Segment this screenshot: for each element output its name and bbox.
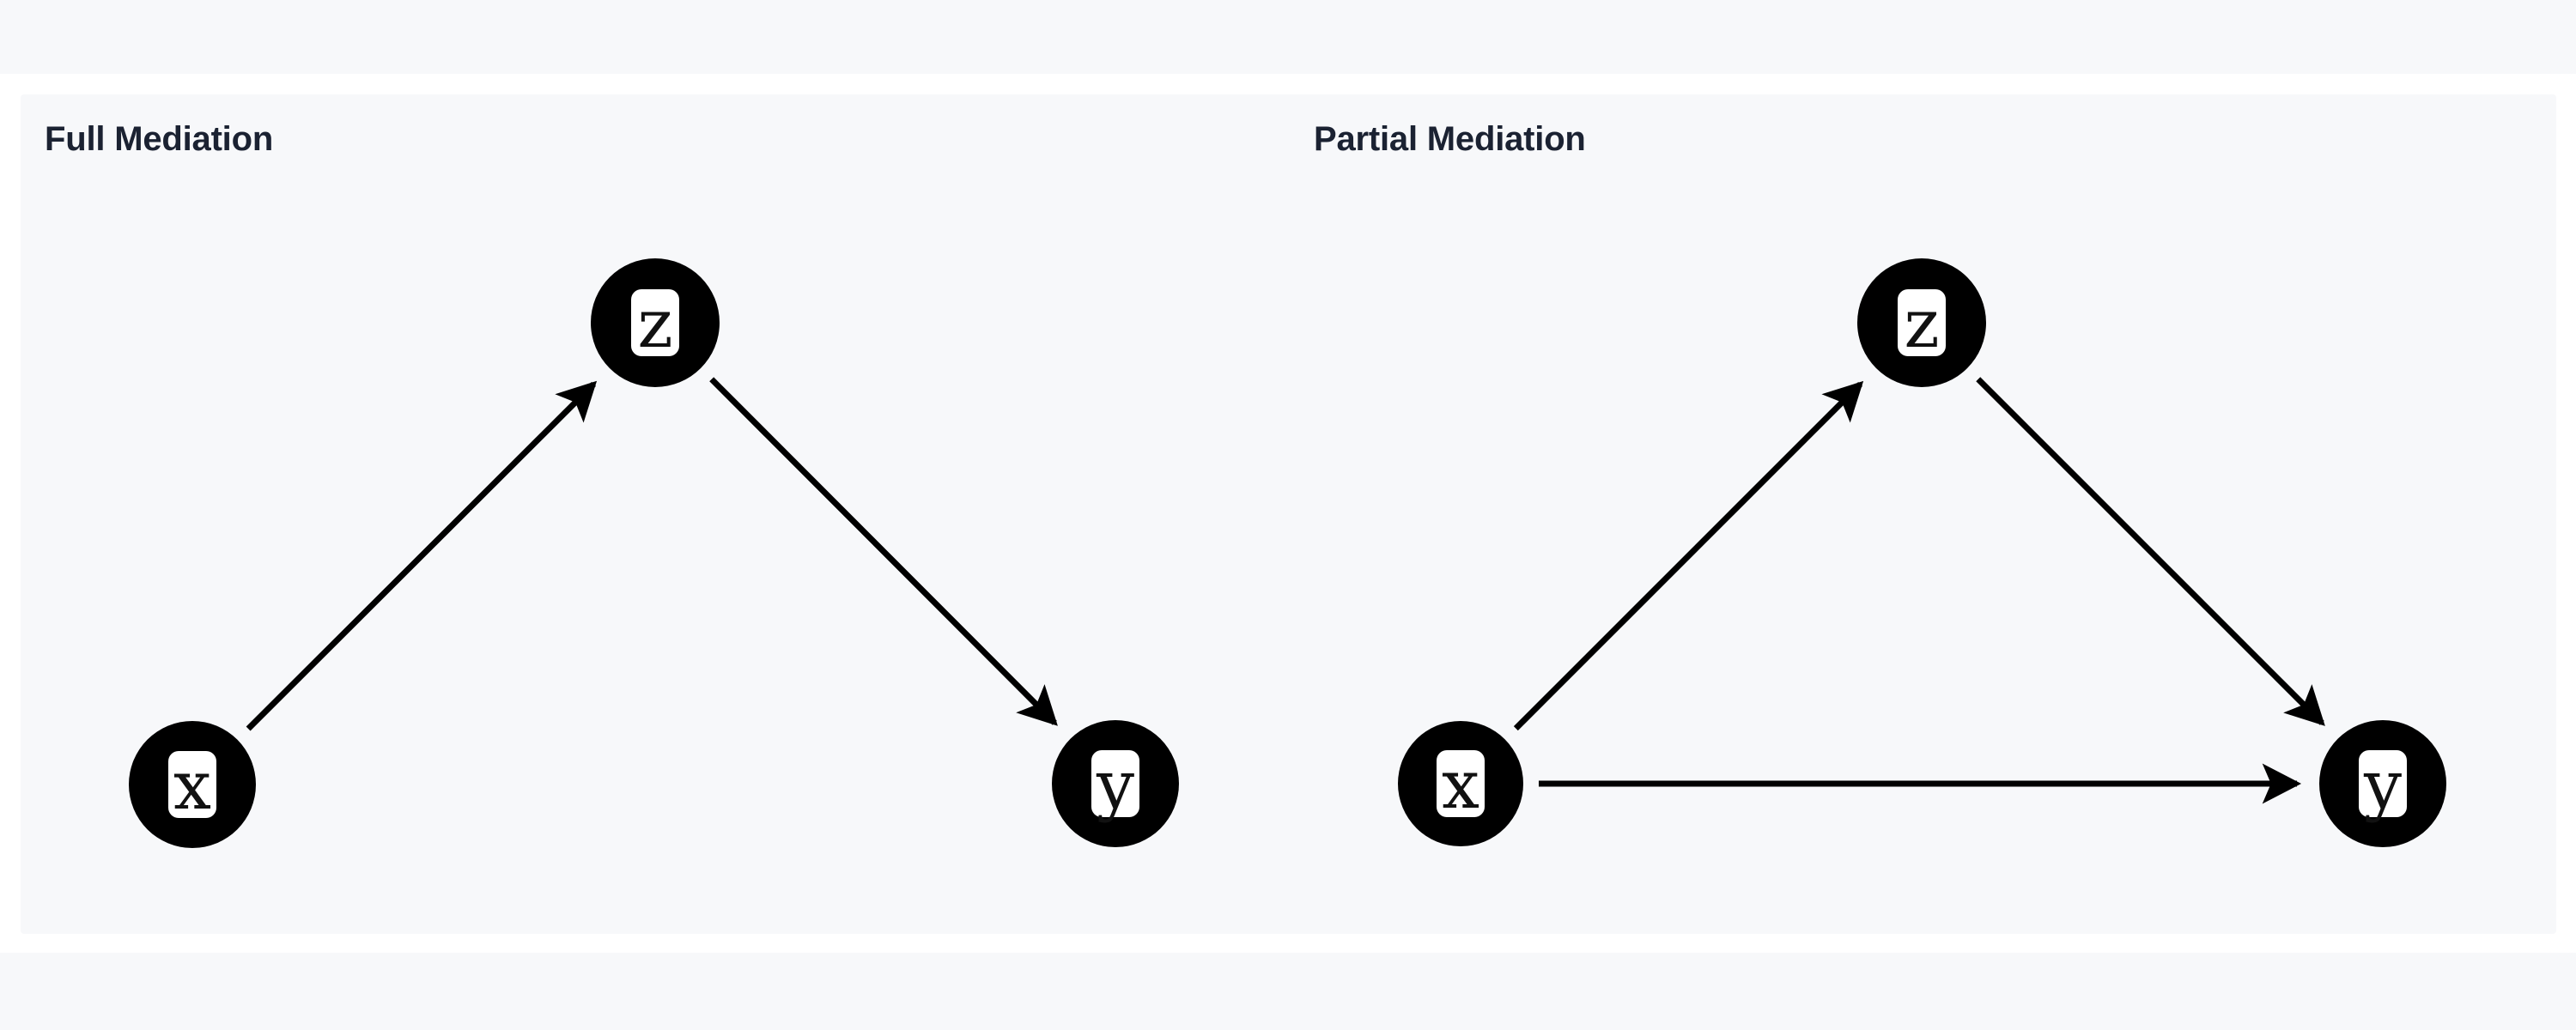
- node-plate-z: [631, 289, 679, 356]
- node-full-mediation-z[interactable]: z: [591, 258, 720, 387]
- node-label-x: x: [173, 748, 211, 825]
- figure-title-full-mediation: Full Mediation: [45, 120, 274, 158]
- figure-panel: [21, 94, 2556, 934]
- node-partial-mediation-y[interactable]: y: [2319, 720, 2446, 847]
- edge-partial-mediation-z-to-y: [1976, 377, 2325, 726]
- node-plate-x: [168, 751, 216, 818]
- top-background-band: [0, 0, 2576, 74]
- node-plate-z: [1898, 289, 1946, 356]
- figure-title-partial-mediation: Partial Mediation: [1314, 120, 1586, 158]
- node-full-mediation-x[interactable]: x: [129, 721, 256, 848]
- node-plate-y: [2359, 750, 2407, 817]
- edge-full-mediation-x-to-z: [246, 380, 598, 731]
- node-label-z: z: [1904, 286, 1939, 363]
- node-label-x: x: [1442, 747, 1479, 824]
- node-label-z: z: [637, 286, 672, 363]
- bottom-background-band: [0, 953, 2576, 1030]
- nodes-layer: x z y x z y: [129, 258, 2446, 848]
- node-partial-mediation-x[interactable]: x: [1398, 721, 1523, 846]
- node-label-y: y: [2363, 747, 2402, 824]
- node-plate-y: [1091, 750, 1139, 817]
- edge-full-mediation-z-to-y: [709, 377, 1058, 726]
- node-label-y: y: [1096, 747, 1134, 824]
- node-partial-mediation-z[interactable]: z: [1857, 258, 1986, 387]
- edges-layer: [246, 377, 2325, 804]
- node-full-mediation-y[interactable]: y: [1052, 720, 1179, 847]
- edge-partial-mediation-x-to-z: [1513, 380, 1864, 731]
- node-plate-x: [1437, 750, 1485, 817]
